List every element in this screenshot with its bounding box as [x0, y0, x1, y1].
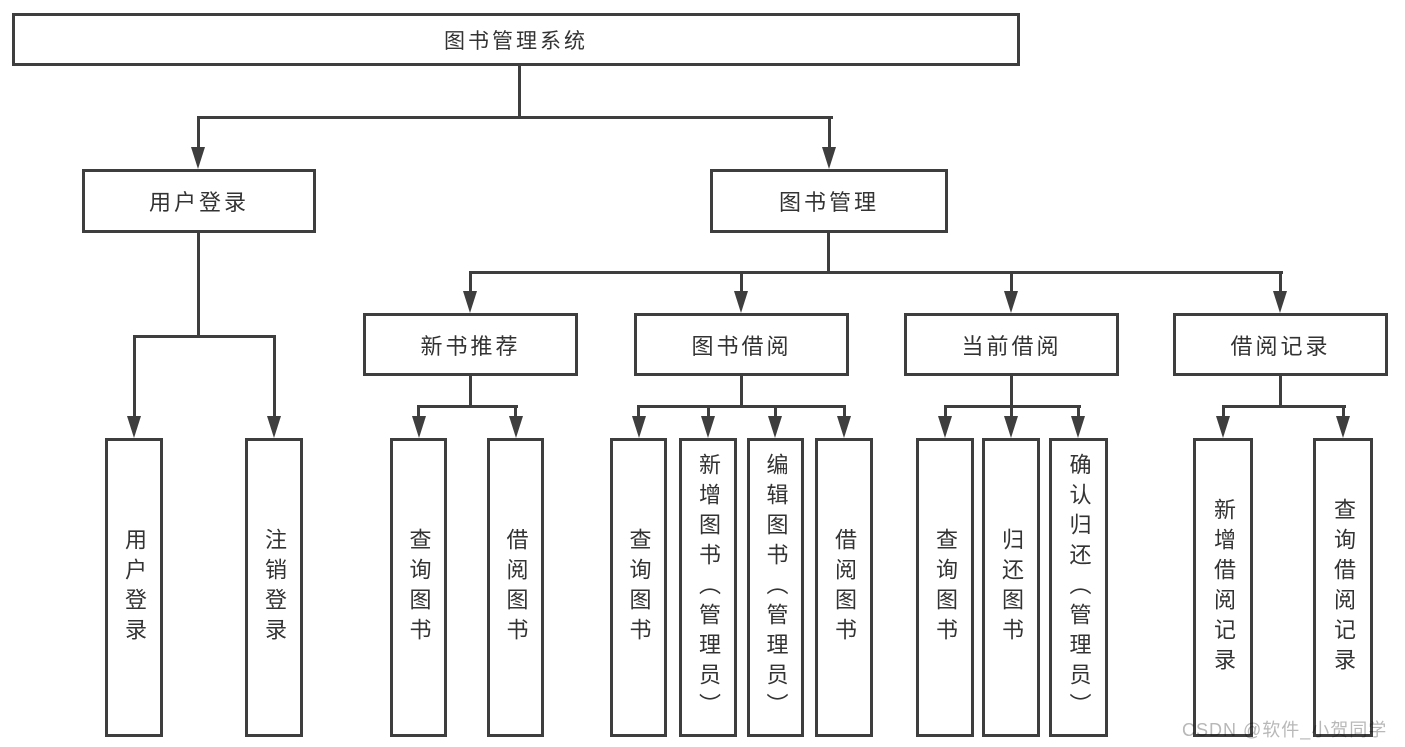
leaf-label: 借阅图书 — [832, 527, 857, 648]
arrow-down — [734, 291, 748, 313]
connector-line — [133, 335, 276, 338]
arrow-down — [463, 291, 477, 313]
connector-line — [1010, 405, 1013, 419]
node-label: 图书借阅 — [691, 333, 792, 359]
node-new-book-recommend: 新书推荐 — [363, 313, 578, 376]
arrow-down — [1273, 291, 1287, 313]
connector-line — [1342, 405, 1345, 419]
connector-line — [417, 405, 518, 408]
connector-line — [1222, 405, 1346, 408]
leaf-user-login: 用户登录 — [105, 438, 163, 737]
leaf-label: 新增图书（管理员） — [696, 452, 721, 723]
connector-line — [944, 405, 947, 419]
connector-line — [843, 405, 846, 419]
connector-line — [133, 335, 136, 418]
arrow-down — [837, 416, 851, 438]
connector-line — [828, 116, 831, 150]
connector-line — [197, 116, 200, 150]
arrow-down — [632, 416, 646, 438]
node-user-login: 用户登录 — [82, 169, 316, 233]
leaf-query-books-3: 查询图书 — [916, 438, 974, 737]
connector-line — [740, 376, 743, 407]
arrow-down — [509, 416, 523, 438]
connector-line — [637, 405, 640, 419]
leaf-query-borrow-record: 查询借阅记录 — [1313, 438, 1373, 737]
leaf-label: 查询图书 — [406, 527, 432, 648]
connector-line — [740, 271, 743, 292]
arrow-down — [1004, 291, 1018, 313]
leaf-label: 注销登录 — [262, 527, 287, 648]
leaf-label: 查询借阅记录 — [1331, 497, 1356, 678]
leaf-label: 编辑图书（管理员） — [763, 452, 789, 723]
leaf-add-borrow-record: 新增借阅记录 — [1193, 438, 1253, 737]
connector-line — [469, 271, 472, 292]
leaf-label: 借阅图书 — [503, 527, 529, 648]
node-book-borrow: 图书借阅 — [634, 313, 849, 376]
node-label: 当前借阅 — [961, 333, 1062, 359]
node-label: 图书管理系统 — [444, 29, 588, 53]
connector-line — [774, 405, 777, 419]
leaf-borrow-books-2: 借阅图书 — [815, 438, 873, 737]
connector-line — [197, 116, 833, 119]
connector-line — [1010, 271, 1013, 292]
node-book-management: 图书管理 — [710, 169, 948, 233]
node-label: 图书管理 — [778, 190, 879, 215]
connector-line — [1279, 271, 1282, 292]
arrow-down — [412, 416, 426, 438]
node-label: 用户登录 — [148, 190, 249, 215]
connector-line — [469, 271, 1283, 274]
connector-line — [197, 233, 200, 337]
leaf-query-books-1: 查询图书 — [390, 438, 447, 737]
leaf-label: 查询图书 — [626, 527, 652, 648]
leaf-logout: 注销登录 — [245, 438, 303, 737]
connector-line — [827, 233, 830, 273]
leaf-return-books: 归还图书 — [982, 438, 1040, 737]
arrow-down — [938, 416, 952, 438]
connector-line — [417, 405, 420, 419]
arrow-down — [822, 147, 836, 169]
arrow-down — [191, 147, 205, 169]
leaf-borrow-books-1: 借阅图书 — [487, 438, 544, 737]
node-book-management-system: 图书管理系统 — [12, 13, 1020, 66]
arrow-down — [1336, 416, 1350, 438]
leaf-label: 归还图书 — [999, 527, 1024, 648]
connector-line — [1279, 376, 1282, 407]
leaf-label: 查询图书 — [933, 527, 958, 648]
arrow-down — [701, 416, 715, 438]
connector-line — [1222, 405, 1225, 419]
connector-line — [1010, 376, 1013, 407]
connector-line — [707, 405, 710, 419]
node-borrow-record: 借阅记录 — [1173, 313, 1388, 376]
csdn-watermark: CSDN @软件_小贺同学 — [1182, 720, 1388, 740]
leaf-confirm-return-admin: 确认归还（管理员） — [1049, 438, 1108, 737]
arrow-down — [127, 416, 141, 438]
leaf-add-books-admin: 新增图书（管理员） — [679, 438, 737, 737]
arrow-down — [768, 416, 782, 438]
arrow-down — [267, 416, 281, 438]
node-label: 新书推荐 — [420, 333, 521, 359]
connector-line — [518, 66, 521, 118]
leaf-query-books-2: 查询图书 — [610, 438, 667, 737]
connector-line — [469, 376, 472, 407]
connector-line — [273, 335, 276, 418]
node-label: 借阅记录 — [1230, 333, 1331, 359]
leaf-label: 新增借阅记录 — [1211, 497, 1236, 678]
arrow-down — [1216, 416, 1230, 438]
node-current-borrow: 当前借阅 — [904, 313, 1119, 376]
arrow-down — [1004, 416, 1018, 438]
leaf-edit-books-admin: 编辑图书（管理员） — [747, 438, 804, 737]
connector-line — [1077, 405, 1080, 419]
connector-line — [637, 405, 846, 408]
leaf-label: 用户登录 — [122, 527, 147, 648]
leaf-label: 确认归还（管理员） — [1066, 452, 1092, 723]
connector-line — [514, 405, 517, 419]
arrow-down — [1071, 416, 1085, 438]
